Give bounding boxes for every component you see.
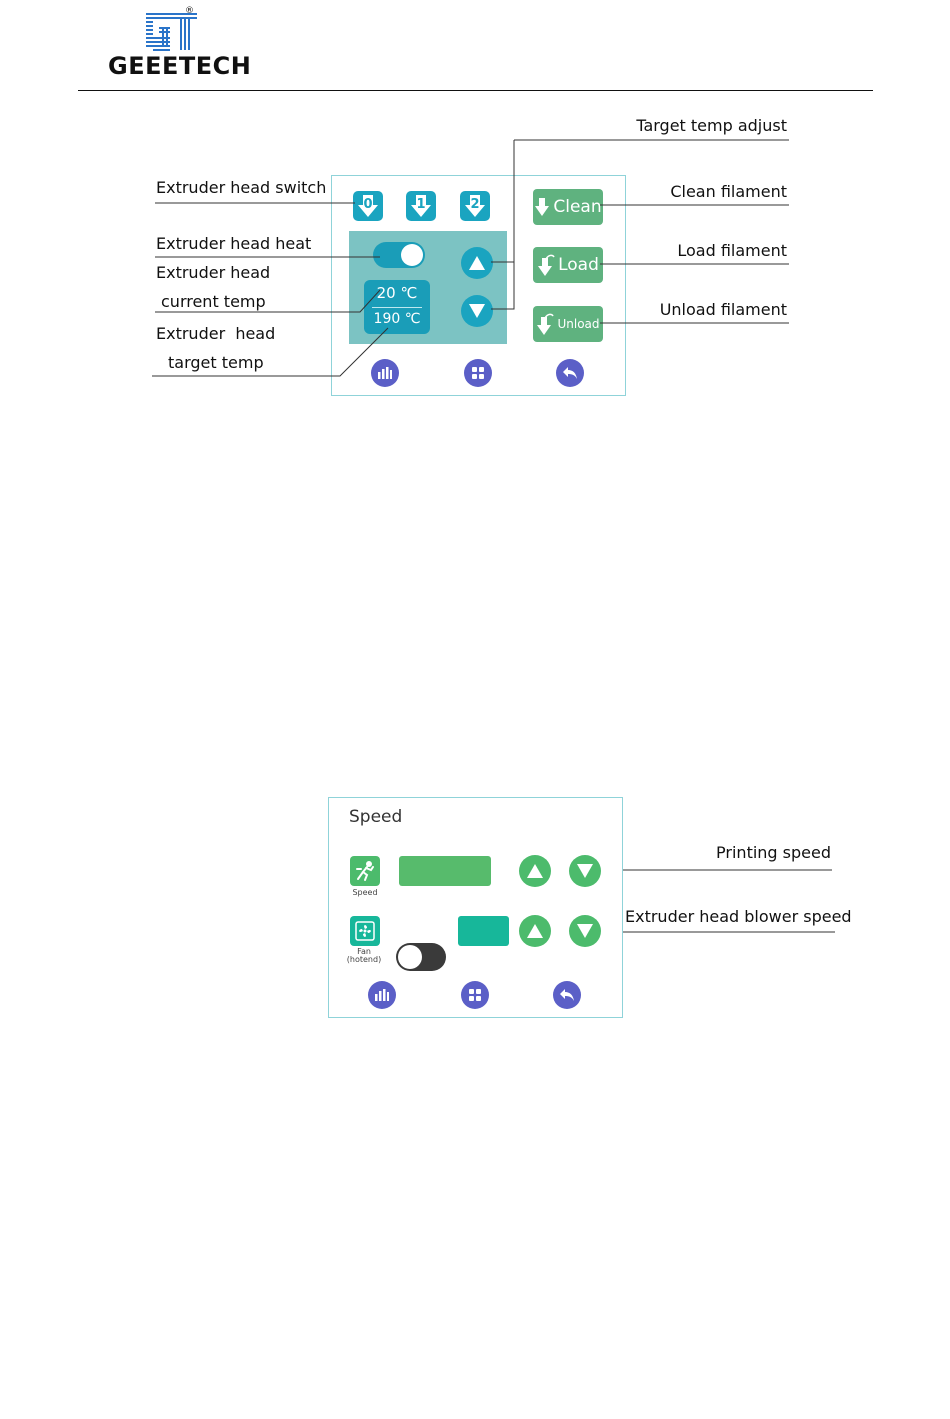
unload-filament-icon: [536, 312, 554, 336]
current-temp-value: 20 ℃: [364, 284, 430, 302]
arrow-up-icon: [526, 863, 544, 879]
load-label: Load: [558, 255, 599, 275]
menu-grid-icon: [471, 366, 485, 380]
extruder-heat-toggle[interactable]: [373, 242, 425, 268]
callout-unload-filament: Unload filament: [600, 300, 787, 319]
stats-button[interactable]: [368, 981, 396, 1009]
temperature-display: 20 ℃ 190 ℃: [364, 280, 430, 334]
fan-icon: [354, 920, 376, 942]
header-divider: [78, 90, 873, 91]
unload-label: Unload: [557, 317, 599, 331]
stats-icon: [374, 988, 390, 1002]
clean-label: Clean: [553, 197, 601, 217]
menu-grid-icon: [468, 988, 482, 1002]
nozzle-0-label: 0: [353, 197, 383, 212]
fan-icon-label-line2: (hotend): [344, 955, 384, 964]
callout-target-temp-adjust: Target temp adjust: [600, 116, 787, 135]
geeetech-logo-mark: [143, 10, 201, 55]
stats-button[interactable]: [371, 359, 399, 387]
load-filament-icon: [537, 253, 555, 277]
menu-button[interactable]: [464, 359, 492, 387]
fan-tile: [350, 916, 380, 946]
speed-panel-title: Speed: [349, 807, 402, 827]
clean-filament-button[interactable]: Clean: [533, 189, 603, 225]
target-temp-value[interactable]: 190 ℃: [364, 311, 430, 327]
callout-load-filament: Load filament: [600, 241, 787, 260]
callout-current-temp-line1: Extruder head: [156, 263, 270, 282]
toggle-knob: [401, 244, 423, 266]
speed-icon-label: Speed: [345, 888, 385, 897]
nozzle-2-label: 2: [460, 197, 490, 212]
load-filament-button[interactable]: Load: [533, 247, 603, 283]
temp-divider: [372, 307, 422, 308]
brand-wordmark: GEEETECH: [108, 52, 251, 80]
arrow-down-icon: [468, 303, 486, 319]
callout-target-temp-line1: Extruder head: [156, 324, 275, 343]
blower-speed-up-button[interactable]: [519, 915, 551, 947]
back-button[interactable]: [556, 359, 584, 387]
blower-speed-down-button[interactable]: [569, 915, 601, 947]
callout-current-temp-line2: current temp: [161, 292, 266, 311]
toggle-knob: [398, 945, 422, 969]
temp-down-button[interactable]: [461, 295, 493, 327]
temp-up-button[interactable]: [461, 247, 493, 279]
printing-speed-bar[interactable]: [399, 856, 491, 886]
stats-icon: [377, 366, 393, 380]
unload-filament-button[interactable]: Unload: [533, 306, 603, 342]
blower-speed-bar[interactable]: [458, 916, 509, 946]
arrow-up-icon: [526, 923, 544, 939]
fan-toggle[interactable]: [396, 943, 446, 971]
down-arrow-icon: [534, 197, 550, 217]
nozzle-1-label: 1: [406, 197, 436, 212]
callout-extruder-head-switch: Extruder head switch: [156, 178, 326, 197]
callout-printing-speed: Printing speed: [640, 843, 831, 862]
printing-speed-up-button[interactable]: [519, 855, 551, 887]
registered-mark: ®: [185, 6, 194, 16]
callout-clean-filament: Clean filament: [600, 182, 787, 201]
callout-target-temp-line2: target temp: [168, 353, 264, 372]
arrow-down-icon: [576, 923, 594, 939]
printing-speed-down-button[interactable]: [569, 855, 601, 887]
back-button[interactable]: [553, 981, 581, 1009]
back-icon: [562, 366, 578, 380]
arrow-down-icon: [576, 863, 594, 879]
arrow-up-icon: [468, 255, 486, 271]
callout-blower-speed: Extruder head blower speed: [625, 907, 852, 926]
speed-tile: [350, 856, 380, 886]
back-icon: [559, 988, 575, 1002]
menu-button[interactable]: [461, 981, 489, 1009]
running-person-icon: [354, 860, 376, 882]
callout-extruder-head-heat: Extruder head heat: [156, 234, 311, 253]
